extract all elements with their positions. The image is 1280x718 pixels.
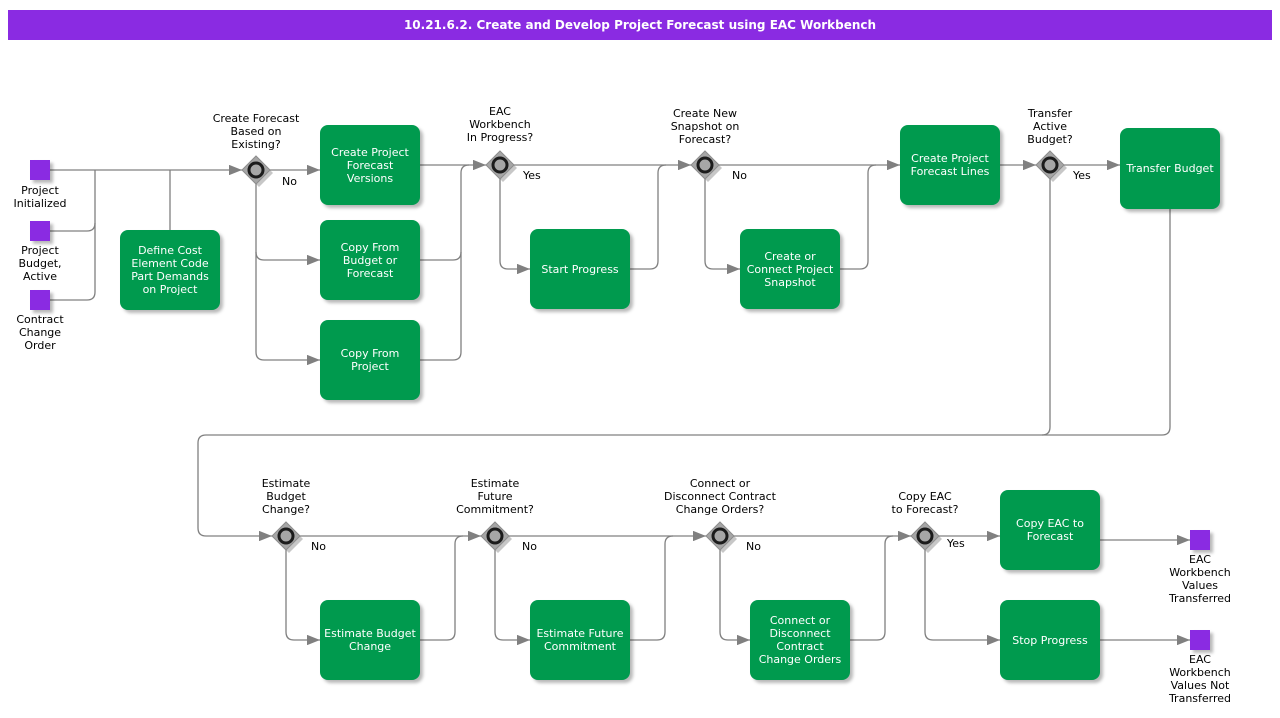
wire-copybudget-out (420, 251, 462, 261)
wire-riser1 (460, 164, 470, 352)
branch-label-no: No (522, 540, 537, 553)
end-event-label: EAC Workbench Values Transferred (1168, 553, 1232, 605)
activity-stop-progress[interactable]: Stop Progress (1000, 600, 1100, 680)
activity-connect-or-disconnect-contract-change-orders[interactable]: Connect or Disconnect Contract Change Or… (750, 600, 850, 680)
activity-estimate-future-commitment[interactable]: Estimate Future Commitment (530, 600, 630, 680)
wire-d6-to-efc (494, 550, 530, 646)
decision-diamond-create-new-snapshot (690, 150, 722, 182)
activity-estimate-budget-change[interactable]: Estimate Budget Change (320, 600, 420, 680)
activity-define-cost-element-code-part-demands[interactable]: Define Cost Element Code Part Demands on… (120, 230, 220, 310)
wire-copyproject-out (420, 351, 462, 361)
decision-diamond-connect-disconnect-cco (705, 521, 737, 553)
start-event-project-initialized (30, 160, 50, 180)
start-event-label: Project Initialized (13, 184, 67, 210)
start-event-project-budget-active (30, 221, 50, 241)
activity-copy-eac-to-forecast[interactable]: Copy EAC to Forecast (1000, 490, 1100, 570)
wire-d3-to-snapshot (704, 179, 740, 275)
decision-question: Estimate Future Commitment? (456, 477, 534, 516)
wire-start2-stub (50, 222, 96, 232)
start-event-label: Contract Change Order (16, 313, 64, 352)
wire-d1-to-copybudget (255, 251, 320, 266)
decision-question: Connect or Disconnect Contract Change Or… (664, 477, 776, 516)
end-event-label: EAC Workbench Values Not Transferred (1168, 653, 1232, 705)
diagram-title: 10.21.6.2. Create and Develop Project Fo… (403, 18, 877, 32)
activity-copy-from-project[interactable]: Copy From Project (320, 320, 420, 400)
decision-diamond-estimate-future-commitment (480, 521, 512, 553)
decision-diamond-eac-workbench-in-progress (485, 150, 517, 182)
decision-diamond-estimate-budget-change (271, 521, 303, 553)
activity-create-project-forecast-versions[interactable]: Create Project Forecast Versions (320, 125, 420, 205)
branch-label-yes: Yes (523, 169, 541, 182)
wire-efc-out (630, 535, 674, 641)
wire-d7-to-cdcco (719, 550, 750, 646)
activity-start-progress[interactable]: Start Progress (530, 229, 630, 309)
diagram-title-bar: 10.21.6.2. Create and Develop Project Fo… (8, 10, 1272, 40)
wire-cdcco-out (850, 535, 894, 641)
branch-label-no: No (282, 175, 297, 188)
wire-d1-to-copyproject (255, 351, 320, 366)
decision-question: Copy EAC to Forecast? (891, 490, 959, 516)
wire-start3-stub (50, 291, 96, 301)
activity-transfer-budget[interactable]: Transfer Budget (1120, 128, 1220, 209)
wire-d4-down (1041, 179, 1051, 436)
start-event-contract-change-order (30, 290, 50, 310)
activity-create-project-forecast-lines[interactable]: Create Project Forecast Lines (900, 125, 1000, 205)
wire-snapshot-out (840, 164, 877, 270)
decision-diamond-copy-eac-to-forecast (910, 521, 942, 553)
branch-label-yes: Yes (947, 537, 965, 550)
wire-d8-to-stopprogress (924, 550, 1000, 646)
wire-transferbudget-down (1161, 209, 1171, 436)
decision-question: Transfer Active Budget? (1027, 107, 1073, 146)
wire-startprogress-out (630, 164, 667, 270)
branch-label-no: No (732, 169, 747, 182)
wire-d5-to-ebc (285, 550, 320, 646)
wire-row2-trunk (197, 434, 1162, 542)
wire-d2-to-startprogress (499, 179, 530, 275)
activity-create-or-connect-project-snapshot[interactable]: Create or Connect Project Snapshot (740, 229, 840, 309)
end-event-values-not-transferred (1190, 630, 1210, 650)
activity-copy-from-budget-or-forecast[interactable]: Copy From Budget or Forecast (320, 220, 420, 300)
start-event-label: Project Budget, Active (18, 244, 62, 283)
branch-label-no: No (746, 540, 761, 553)
branch-label-no: No (311, 540, 326, 553)
decision-question: Create Forecast Based on Existing? (212, 112, 300, 151)
decision-question: EAC Workbench In Progress? (466, 105, 534, 144)
decision-diamond-transfer-active-budget (1035, 150, 1067, 182)
decision-question: Create New Snapshot on Forecast? (670, 107, 740, 146)
branch-label-yes: Yes (1073, 169, 1091, 182)
decision-diamond-create-forecast-based-on-existing (241, 155, 273, 187)
wire-ebc-out (420, 535, 464, 641)
decision-question: Estimate Budget Change? (261, 477, 311, 516)
end-event-values-transferred (1190, 530, 1210, 550)
